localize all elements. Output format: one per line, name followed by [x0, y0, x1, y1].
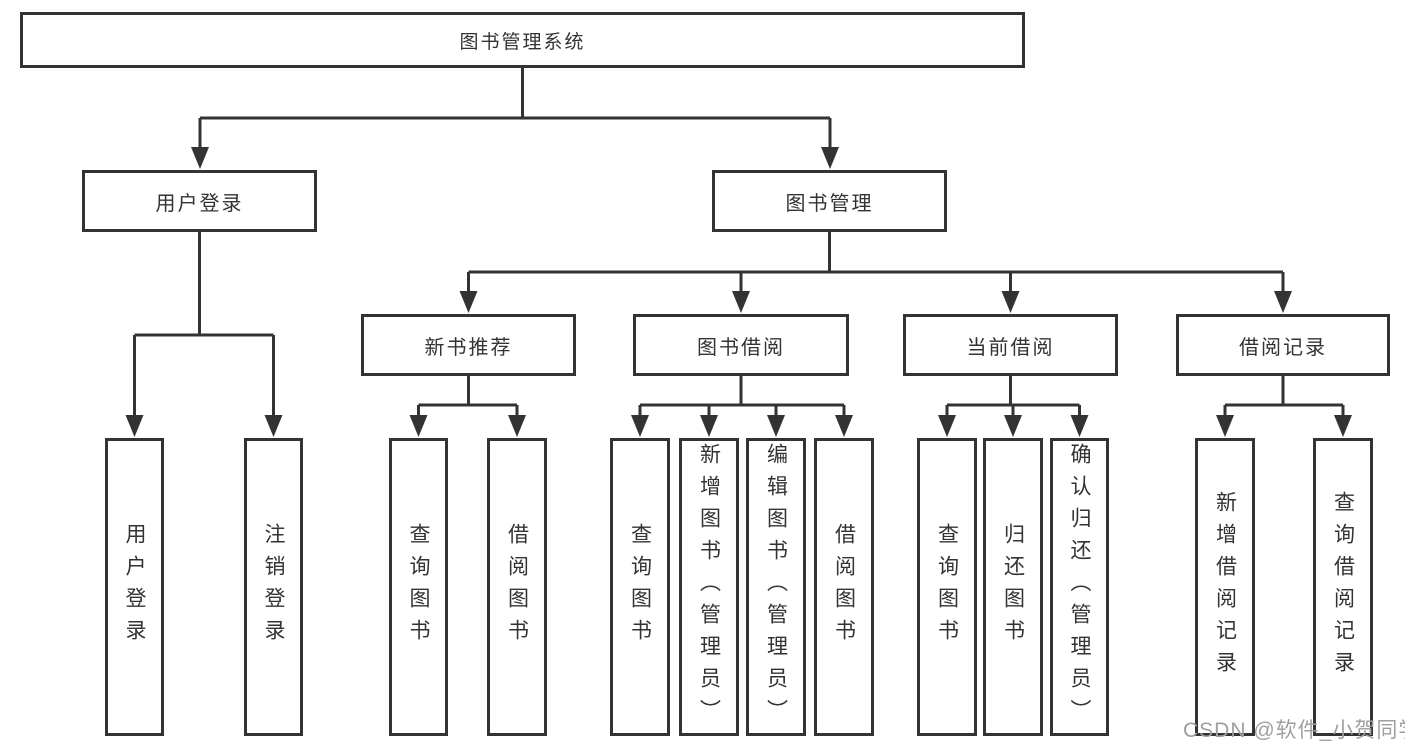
leaf-bb-edit-book-admin: 编辑图书（管理员） [746, 438, 806, 736]
watermark-csdn: CSDN @软件_小贺同学 [1183, 719, 1405, 742]
leaf-nbr-borrow-books: 借阅图书 [487, 438, 547, 736]
leaf-cb-return-books: 归还图书 [983, 438, 1043, 736]
leaf-bb-add-book-admin: 新增图书（管理员） [679, 438, 739, 736]
arrowheads [125, 147, 1352, 437]
node-book-borrowing: 图书借阅 [633, 314, 849, 376]
leaf-bb-query-books: 查询图书 [610, 438, 670, 736]
leaf-user-login: 用户登录 [105, 438, 164, 736]
node-book-management: 图书管理 [712, 170, 947, 232]
leaf-br-query-borrow-record: 查询借阅记录 [1313, 438, 1373, 736]
node-new-book-recommend: 新书推荐 [361, 314, 576, 376]
leaf-nbr-query-books: 查询图书 [389, 438, 448, 736]
leaf-cb-query-books: 查询图书 [917, 438, 977, 736]
node-user-login: 用户登录 [82, 170, 317, 232]
node-borrowing-records: 借阅记录 [1176, 314, 1390, 376]
leaf-bb-borrow-books: 借阅图书 [814, 438, 874, 736]
node-current-borrowing: 当前借阅 [903, 314, 1118, 376]
leaf-cb-confirm-return-admin: 确认归还（管理员） [1050, 438, 1109, 736]
leaf-logout-login: 注销登录 [244, 438, 303, 736]
leaf-br-add-borrow-record: 新增借阅记录 [1195, 438, 1255, 736]
node-library-management-system: 图书管理系统 [20, 12, 1025, 68]
